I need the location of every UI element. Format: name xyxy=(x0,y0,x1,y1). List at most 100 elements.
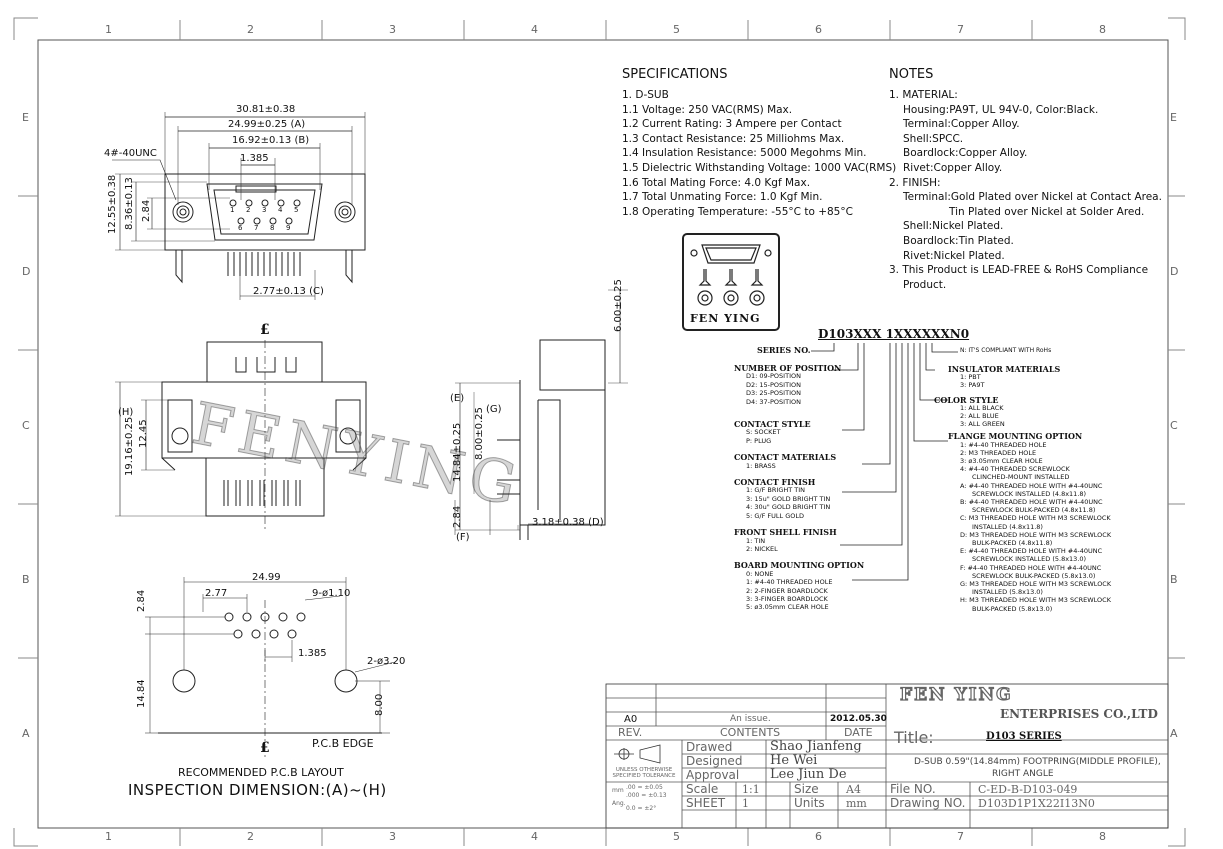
row-label: E xyxy=(22,111,29,124)
option-item: 1: ALL BLACK xyxy=(960,403,1004,412)
pcb-layout-drawing xyxy=(145,577,396,760)
part-options-right: INSULATOR MATERIALS 1: PBT 3: PA9T COLOR… xyxy=(934,364,1112,613)
option-head: BOARD MOUNTING OPTION xyxy=(734,560,865,571)
option-item: D: M3 THREADED HOLE WITH M3 SCREWLOCK xyxy=(960,530,1112,539)
col-label: 2 xyxy=(247,23,254,36)
pin-number: 9 xyxy=(286,224,291,232)
note-line: Terminal:Copper Alloy. xyxy=(903,118,1020,131)
notes-title: NOTES xyxy=(889,67,934,82)
option-item: A: #4-40 THREADED HOLE WITH #4-40UNC xyxy=(960,481,1103,490)
notes-list: 1. MATERIAL: Housing:PA9T, UL 94V-0, Col… xyxy=(889,88,1162,292)
col-label: 5 xyxy=(673,830,680,843)
note-line: Product. xyxy=(903,278,947,291)
option-head: FRONT SHELL FINISH xyxy=(734,527,837,538)
row-label: A xyxy=(22,727,30,740)
option-item: H: M3 THREADED HOLE WITH M3 SCREWLOCK xyxy=(960,596,1111,605)
dim-label: 4#-40UNC xyxy=(104,148,157,159)
dim-label: 16.92±0.13 (B) xyxy=(232,135,310,146)
pin-number: 8 xyxy=(270,224,275,232)
spec-line: 1.3 Contact Resistance: 25 Milliohms Max… xyxy=(622,132,845,145)
sheet-value: 1 xyxy=(742,797,749,810)
option-item: BULK-PACKED (4.8x11.8) xyxy=(972,539,1053,548)
scale-label: Scale xyxy=(686,782,719,796)
option-item: 4: #4-40 THREADED SCREWLOCK xyxy=(960,465,1070,474)
tolerance-label: UNLESS OTHERWISE SPECIFIED TOLERANCE xyxy=(612,767,676,780)
front-view-drawing xyxy=(115,340,367,530)
pin-number: 5 xyxy=(294,206,299,214)
row-label: B xyxy=(22,573,30,586)
option-head: CONTACT FINISH xyxy=(734,477,816,488)
drawing-no-value: D103D1P1X22I13N0 xyxy=(978,797,1095,810)
pin-number: 6 xyxy=(238,224,243,232)
option-item: B: #4-40 THREADED HOLE WITH #4-40UNC xyxy=(960,498,1103,507)
col-label: 3 xyxy=(389,830,396,843)
dim-label: 2.77±0.13 (C) xyxy=(253,286,324,297)
note-line: Rivet:Nickel Plated. xyxy=(903,249,1005,262)
col-label: 4 xyxy=(531,23,538,36)
spec-line: 1.2 Current Rating: 3 Ampere per Contact xyxy=(622,118,842,131)
row-label: D xyxy=(1170,265,1179,278)
date-header: DATE xyxy=(844,726,873,739)
option-item: 1: TIN xyxy=(746,536,766,545)
series-label: SERIES NO. xyxy=(757,345,811,355)
option-item: 0: NONE xyxy=(746,569,774,578)
dim-label: 9-ø1.10 xyxy=(312,588,351,599)
option-item: 4: 30u" GOLD BRIGHT TIN xyxy=(746,503,831,512)
tolerance-unit: mm xyxy=(612,787,624,794)
option-head: FLANGE MOUNTING OPTION xyxy=(948,431,1083,442)
option-item: 3: 15u" GOLD BRIGHT TIN xyxy=(746,494,831,503)
col-label: 3 xyxy=(389,23,396,36)
dim-label: (G) xyxy=(486,404,502,415)
approval-label: Approval xyxy=(686,768,740,782)
tolerance-line: .000 = ±0.13 xyxy=(626,792,667,799)
option-item: SCREWLOCK BULK-PACKED (4.8x11.8) xyxy=(972,506,1096,515)
center-line-mark: £ xyxy=(260,740,270,756)
sheet-label: SHEET xyxy=(686,796,726,810)
pcb-layout-title: RECOMMENDED P.C.B LAYOUT xyxy=(178,766,344,779)
center-line-mark: £ xyxy=(260,322,270,338)
col-label: 7 xyxy=(957,830,964,843)
pin-number: 1 xyxy=(230,206,235,214)
dim-label: 2.77 xyxy=(205,588,228,599)
row-label: C xyxy=(22,419,30,432)
option-item: INSTALLED (4.8x11.8) xyxy=(972,522,1043,531)
title-value: D103 SERIES xyxy=(986,731,1062,742)
pin-number: 2 xyxy=(246,206,251,214)
option-item: 3: ALL GREEN xyxy=(960,420,1005,429)
pcb-edge-label: P.C.B EDGE xyxy=(312,737,374,750)
col-label: 1 xyxy=(105,830,112,843)
contents-header: CONTENTS xyxy=(720,726,781,739)
row-label: A xyxy=(1170,727,1178,740)
units-value: mm xyxy=(846,797,867,810)
part-number-code: D103XXX 1XXXXXXN0 xyxy=(818,327,970,341)
option-item: D3: 25-POSITION xyxy=(746,389,801,398)
rev-value: A0 xyxy=(624,714,638,725)
option-item: BULK-PACKED (5.8x13.0) xyxy=(972,604,1053,613)
option-item: 1: #4-40 THREADED HOLE xyxy=(960,440,1047,449)
dim-label: 24.99±0.25 (A) xyxy=(228,119,306,130)
col-label: 8 xyxy=(1099,830,1106,843)
dim-label: (E) xyxy=(450,393,465,404)
note-line: Boardlock:Tin Plated. xyxy=(903,234,1014,247)
note-line: 1. MATERIAL: xyxy=(889,89,958,101)
note-line: Shell:Nickel Plated. xyxy=(903,220,1004,233)
option-item: C: M3 THREADED HOLE WITH M3 SCREWLOCK xyxy=(960,514,1111,523)
row-label: C xyxy=(1170,419,1178,432)
option-item: SCREWLOCK INSTALLED (4.8x11.8) xyxy=(972,489,1087,498)
option-head: INSULATOR MATERIALS xyxy=(948,364,1061,374)
spec-line: 1.4 Insulation Resistance: 5000 Megohms … xyxy=(622,147,867,160)
option-item: CLINCHED-MOUNT INSTALLED xyxy=(972,473,1070,482)
option-item: 2: NICKEL xyxy=(746,544,778,553)
option-item: 2: ALL BLUE xyxy=(960,412,999,421)
option-item: 1: PBT xyxy=(960,373,981,382)
col-label: 4 xyxy=(531,830,538,843)
size-label: Size xyxy=(794,782,819,796)
rev-date: 2012.05.30 xyxy=(830,714,887,724)
note-line: Shell:SPCC. xyxy=(903,132,964,145)
dim-label: (F) xyxy=(456,532,470,543)
scale-value: 1:1 xyxy=(742,783,760,796)
col-label: 7 xyxy=(957,23,964,36)
